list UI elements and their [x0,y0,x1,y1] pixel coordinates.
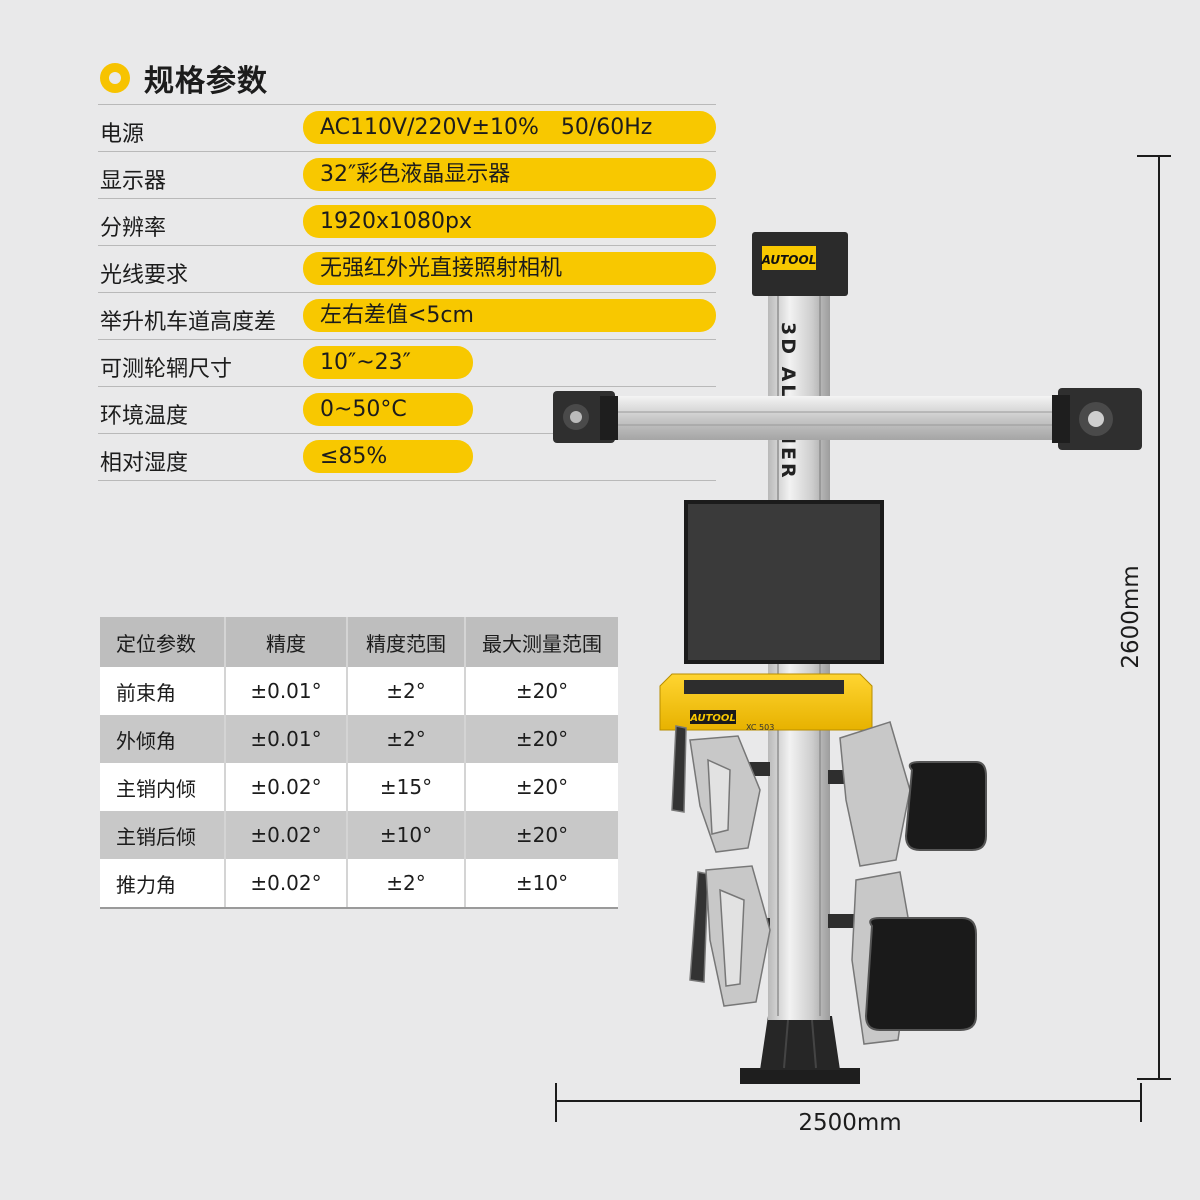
table-cell: ±20° [465,715,618,763]
spec-label: 显示器 [100,169,167,194]
spec-row: 电源 AC110V/220V±10% 50/60Hz [98,105,716,152]
parameter-name-cell: 推力角 [100,859,226,909]
wheel-targets [864,761,987,1031]
spec-label: 光线要求 [100,263,189,288]
spec-value-pill: ≤85% [303,440,473,473]
table-row: 主销内倾±0.02°±15°±20° [100,763,618,811]
alignment-parameter-table: 定位参数 精度 精度范围 最大测量范围 前束角±0.01°±2°±20°外倾角±… [100,617,618,909]
parameter-name-cell: 主销后倾 [100,811,226,859]
parameter-name-cell: 主销内倾 [100,763,226,811]
spec-value-pill: 32″彩色液晶显示器 [303,158,716,191]
table-cell: ±0.02° [225,763,348,811]
control-cabinet [659,673,873,731]
height-dimension-line [1137,155,1171,1080]
section-title: 规格参数 [144,64,268,99]
spec-value-pill: AC110V/220V±10% 50/60Hz [303,111,716,144]
table-header-cell: 定位参数 [100,617,226,667]
width-dimension-label: 2500mm [798,1110,902,1136]
spec-value-pill: 无强红外光直接照射相机 [303,252,716,285]
spec-value-pill: 左右差值<5cm [303,299,716,332]
cabinet-model: XC 503 [746,723,774,732]
spec-row: 环境温度 0~50°C [98,387,716,434]
spec-value-pill: 1920x1080px [303,205,716,238]
section-header: 规格参数 [100,56,268,100]
table-row: 主销后倾±0.02°±10°±20° [100,811,618,859]
spec-row: 分辨率 1920x1080px [98,199,716,246]
table-cell: ±10° [465,859,618,909]
table-cell: ±2° [347,667,466,715]
left-wheel-clamps [671,725,771,1007]
table-header-cell: 最大测量范围 [465,617,618,667]
machine-base [740,1016,860,1084]
spec-value-pill: 10″~23″ [303,346,473,379]
spec-label: 相对湿度 [100,451,189,476]
left-camera [553,391,618,443]
parameter-name-cell: 外倾角 [100,715,226,763]
spec-list: 电源 AC110V/220V±10% 50/60Hz 显示器 32″彩色液晶显示器分辨… [98,104,716,481]
monitor [684,500,884,664]
table-cell: ±2° [347,715,466,763]
spec-label: 可测轮辋尺寸 [100,357,233,382]
table-cell: ±0.01° [225,715,348,763]
cabinet-brand: AUTOOL [689,713,736,724]
crossbar [600,396,1076,440]
table-cell: ±10° [347,811,466,859]
spec-label: 分辨率 [100,216,167,241]
spec-row: 光线要求 无强红外光直接照射相机 [98,246,716,293]
table-row: 前束角±0.01°±2°±20° [100,667,618,715]
camera-head [752,232,848,296]
table-cell: ±20° [465,667,618,715]
table-row: 推力角±0.02°±2°±10° [100,859,618,909]
table-cell: ±20° [465,763,618,811]
table-cell: ±0.01° [225,667,348,715]
circle-bullet-icon [100,63,130,93]
height-dimension-label: 2600mm [1118,565,1144,669]
spec-label: 环境温度 [100,404,189,429]
table-header-cell: 精度范围 [347,617,466,667]
spec-value-pill: 0~50°C [303,393,473,426]
spec-label: 电源 [100,122,145,147]
right-camera [1052,388,1142,450]
table-header-row: 定位参数 精度 精度范围 最大测量范围 [100,617,618,667]
table-cell: ±15° [347,763,466,811]
spec-label: 举升机车道高度差 [100,310,277,335]
table-cell: ±2° [347,859,466,909]
width-dimension-line [555,1083,1142,1122]
brand-logo: AUTOOL [761,253,817,267]
table-cell: ±0.02° [225,811,348,859]
spec-row: 显示器 32″彩色液晶显示器 [98,152,716,199]
table-cell: ±0.02° [225,859,348,909]
table-cell: ±20° [465,811,618,859]
spec-row: 举升机车道高度差 左右差值<5cm [98,293,716,340]
table-header-cell: 精度 [225,617,348,667]
spec-row: 相对湿度 ≤85% [98,434,716,481]
parameter-name-cell: 前束角 [100,667,226,715]
table-row: 外倾角±0.01°±2°±20° [100,715,618,763]
spec-row: 可测轮辋尺寸 10″~23″ [98,340,716,387]
